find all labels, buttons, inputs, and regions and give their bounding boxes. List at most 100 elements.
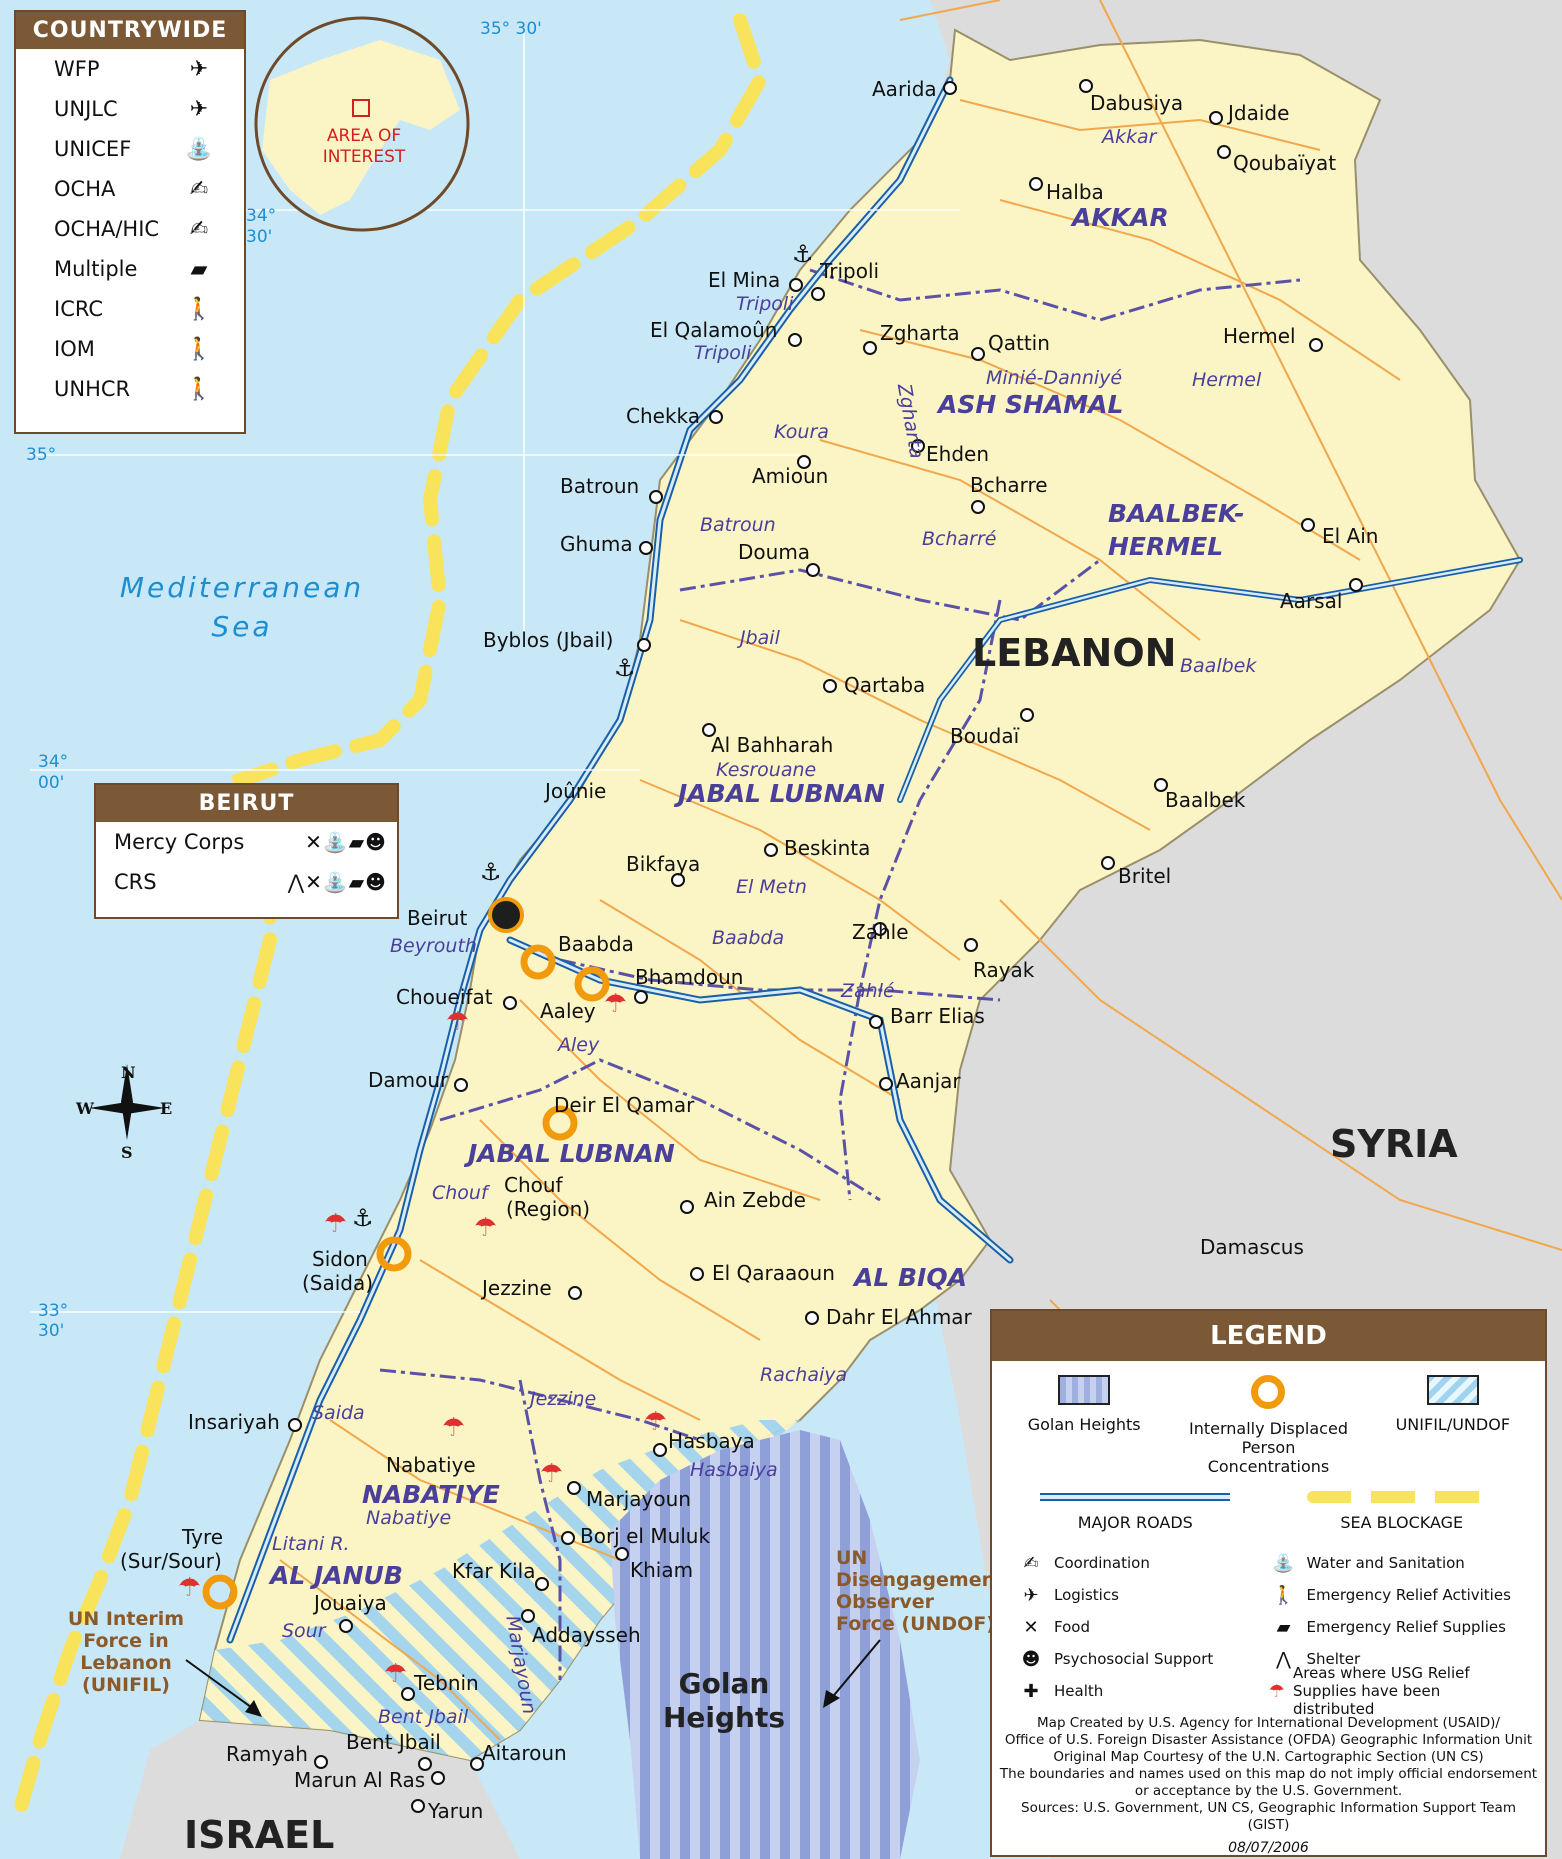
legend-roads-label: MAJOR ROADS (1077, 1513, 1193, 1532)
compass-rose: N S E W (75, 1063, 172, 1162)
svg-text:Tripoli: Tripoli (819, 259, 879, 283)
svg-text:Jezzine: Jezzine (526, 1388, 596, 1410)
org-name: UNJLC (54, 97, 118, 121)
countrywide-row: OCHA ✍ (16, 169, 244, 209)
svg-text:☂: ☂ (178, 1573, 201, 1603)
svg-text:Deir El Qamar: Deir El Qamar (554, 1093, 695, 1117)
svg-text:Nabatiye: Nabatiye (386, 1453, 476, 1477)
governorate-labels: AKKAR ASH SHAMAL BAALBEK- HERMEL JABAL L… (268, 203, 1244, 1590)
svg-text:E: E (160, 1099, 172, 1118)
countrywide-list: WFP✈UNJLC✈UNICEF⛲OCHA✍OCHA/HIC✍Multiple▰… (16, 49, 244, 409)
svg-text:Rachaiya: Rachaiya (760, 1364, 847, 1386)
legend-idp-label: Concentrations (1207, 1457, 1330, 1476)
svg-text:Qattin: Qattin (988, 331, 1050, 355)
countrywide-panel: COUNTRYWIDE WFP✈UNJLC✈UNICEF⛲OCHA✍OCHA/H… (14, 10, 246, 434)
legend-panel: LEGEND Golan Heights Internally Displace… (990, 1309, 1547, 1857)
legend-item-icon: ✈ (1023, 1584, 1039, 1606)
svg-text:Kesrouane: Kesrouane (716, 759, 816, 781)
svg-text:Bent Jbail: Bent Jbail (378, 1706, 469, 1728)
org-name: ICRC (54, 297, 104, 321)
legend-item-icon: ☻ (1021, 1648, 1041, 1670)
svg-text:Britel: Britel (1118, 864, 1171, 888)
undof-label: UN Disengagement Observer Force (UNDOF) (823, 1547, 1004, 1708)
svg-text:Bikfaya: Bikfaya (626, 852, 700, 876)
idp-markers (202, 944, 610, 1610)
legend-unifil-label: UNIFIL/UNDOF (1395, 1415, 1511, 1434)
svg-text:☂: ☂ (474, 1213, 497, 1243)
legend-item-icon: ☂ (1268, 1680, 1285, 1702)
activity-icon: 🚶 (185, 296, 213, 322)
svg-text:Yarun: Yarun (427, 1799, 483, 1823)
countrywide-title: COUNTRYWIDE (16, 12, 244, 49)
svg-text:Chouf: Chouf (432, 1182, 491, 1204)
legend-icon-list: ✍Coordination⛲Water and Sanitation✈Logis… (992, 1549, 1545, 1719)
svg-text:JABAL LUBNAN: JABAL LUBNAN (673, 779, 885, 808)
legend-blockade-label: SEA BLOCKAGE (1340, 1513, 1464, 1532)
svg-text:Bcharre: Bcharre (970, 473, 1048, 497)
org-name: UNICEF (54, 137, 132, 161)
unifil-swatch (1426, 1375, 1479, 1405)
svg-text:Joûnie: Joûnie (543, 779, 606, 803)
svg-text:Al Bahharah: Al Bahharah (711, 733, 833, 757)
legend-item: ⋀Shelter (1269, 1645, 1522, 1673)
svg-text:Rayak: Rayak (973, 958, 1035, 982)
svg-text:Litani R.: Litani R. (272, 1533, 350, 1555)
svg-text:BAALBEK-: BAALBEK- (1108, 499, 1244, 528)
svg-text:Koura: Koura (774, 421, 829, 443)
svg-text:Force in: Force in (83, 1630, 168, 1652)
relief-drop-markers: ☂☂ ☂☂ ☂☂ ☂☂ ☂ (178, 989, 667, 1689)
legend-area-symbols: Golan Heights Internally Displaced Perso… (992, 1361, 1545, 1485)
svg-text:Baabda: Baabda (558, 932, 634, 956)
golan-label: Heights (663, 1701, 785, 1734)
countrywide-row: Multiple▰ (16, 249, 244, 289)
svg-text:Baalbek: Baalbek (1180, 655, 1257, 677)
svg-text:Barr Elias: Barr Elias (890, 1004, 985, 1028)
svg-text:Qoubaïyat: Qoubaïyat (1233, 151, 1336, 175)
svg-text:AREA OF: AREA OF (327, 126, 401, 146)
credit-line: The boundaries and names used on this ma… (999, 1766, 1538, 1782)
activity-icons: ⋀✕⛲▰☻ (287, 870, 387, 894)
legend-item: ✚Health (1016, 1677, 1269, 1705)
svg-text:Bhamdoun: Bhamdoun (635, 965, 743, 989)
org-name: WFP (54, 57, 100, 81)
svg-text:AL JANUB: AL JANUB (268, 1561, 403, 1590)
svg-text:☂: ☂ (644, 1407, 667, 1437)
svg-text:Jouaiya: Jouaiya (312, 1591, 387, 1615)
svg-text:Choueifat: Choueifat (396, 985, 493, 1009)
activity-icon: ⛲ (185, 136, 213, 162)
legend-item: ⛲Water and Sanitation (1269, 1549, 1522, 1577)
governorate-boundaries (379, 268, 1301, 1680)
svg-text:(UNIFIL): (UNIFIL) (82, 1674, 170, 1696)
svg-text:(Saida): (Saida) (302, 1271, 373, 1295)
activity-icon: 🚶 (185, 336, 213, 362)
svg-text:Aaley: Aaley (540, 999, 596, 1023)
svg-text:Batroun: Batroun (560, 474, 639, 498)
org-name: OCHA (54, 177, 116, 201)
svg-text:El Metn: El Metn (736, 876, 807, 898)
svg-text:Addaysseh: Addaysseh (532, 1623, 641, 1647)
svg-text:Borj el Muluk: Borj el Muluk (580, 1524, 710, 1548)
svg-text:Jezzine: Jezzine (480, 1276, 552, 1300)
svg-text:⚓: ⚓ (614, 654, 636, 682)
svg-text:(Sur/Sour): (Sur/Sour) (120, 1549, 222, 1573)
svg-text:35°: 35° (26, 445, 56, 465)
org-name: Multiple (54, 257, 138, 281)
svg-text:Hasbaiya: Hasbaiya (690, 1459, 778, 1481)
country-label-lebanon: LEBANON (972, 631, 1176, 675)
countrywide-row: OCHA/HIC✍ (16, 209, 244, 249)
svg-text:El Qalamoûn: El Qalamoûn (650, 318, 777, 342)
sea-label: Sea (211, 610, 272, 643)
svg-text:Jdaide: Jdaide (1226, 101, 1289, 125)
activity-icon: ✍ (189, 176, 209, 202)
svg-text:ASH SHAMAL: ASH SHAMAL (936, 390, 1123, 419)
countrywide-row: WFP✈ (16, 49, 244, 89)
svg-text:Dabusiya: Dabusiya (1090, 91, 1183, 115)
countrywide-row: ICRC 🚶 (16, 289, 244, 329)
svg-text:Qartaba: Qartaba (844, 673, 925, 697)
svg-text:Douma: Douma (738, 540, 810, 564)
svg-text:Baalbek: Baalbek (1165, 788, 1246, 812)
svg-text:Aarsal: Aarsal (1280, 589, 1342, 613)
svg-text:Jbail: Jbail (736, 627, 781, 649)
svg-text:Ain Zebde: Ain Zebde (704, 1188, 806, 1212)
legend-item-label: Emergency Relief Activities (1306, 1586, 1511, 1604)
